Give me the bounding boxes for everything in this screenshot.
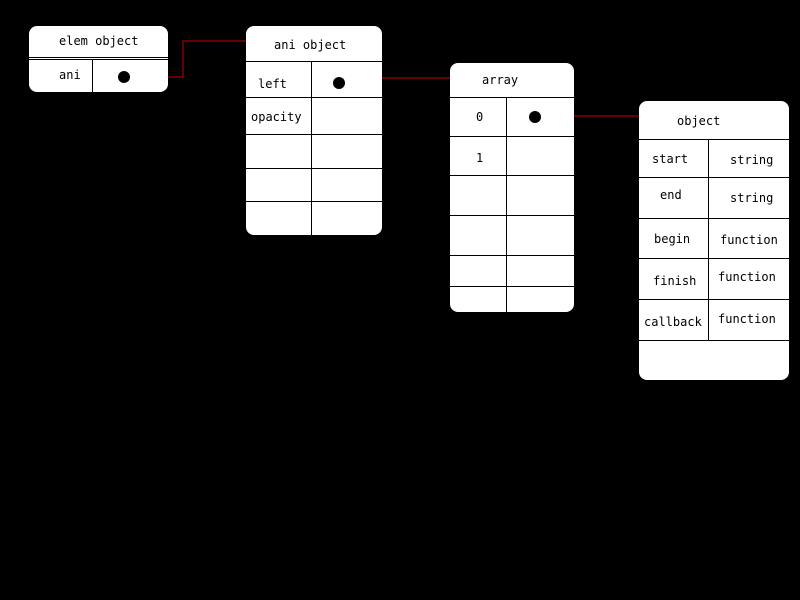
ani-object-title: ani object	[274, 38, 347, 52]
divider	[639, 340, 789, 341]
array-box: array 0 1	[450, 63, 574, 312]
divider	[29, 57, 168, 58]
divider	[506, 97, 507, 312]
object-value-finish: function	[718, 270, 776, 284]
divider	[450, 286, 574, 287]
divider	[92, 60, 93, 92]
divider	[246, 201, 382, 202]
divider	[246, 61, 382, 62]
pointer-dot	[333, 77, 345, 89]
divider	[639, 218, 789, 219]
object-box: object start string end string begin fun…	[639, 101, 789, 380]
elem-object-key-ani: ani	[59, 68, 81, 82]
divider	[450, 175, 574, 176]
divider	[450, 215, 574, 216]
divider	[311, 61, 312, 235]
elem-object-box: elem object ani	[29, 26, 168, 92]
divider	[450, 255, 574, 256]
object-key-finish: finish	[653, 274, 697, 288]
ani-object-key-left: left	[258, 77, 287, 91]
object-key-callback: callback	[644, 315, 702, 329]
divider	[708, 139, 709, 340]
ani-object-box: ani object left opacity	[246, 26, 382, 235]
ani-object-key-opacity: opacity	[251, 110, 302, 124]
object-value-callback: function	[718, 312, 776, 326]
divider	[639, 177, 789, 178]
pointer-dot	[118, 71, 130, 83]
array-title: array	[482, 73, 519, 87]
divider	[246, 97, 382, 98]
divider	[639, 258, 789, 259]
array-key-1: 1	[476, 151, 484, 165]
object-value-start: string	[730, 153, 774, 167]
divider	[246, 168, 382, 169]
array-key-0: 0	[476, 110, 484, 124]
divider	[450, 97, 574, 98]
divider	[246, 134, 382, 135]
object-value-end: string	[730, 191, 774, 205]
divider	[639, 299, 789, 300]
divider	[29, 59, 168, 60]
object-title: object	[677, 114, 721, 128]
divider	[450, 136, 574, 137]
elem-object-title: elem object	[59, 34, 139, 48]
divider	[639, 139, 789, 140]
object-key-end: end	[660, 188, 682, 202]
object-key-begin: begin	[654, 232, 691, 246]
object-value-begin: function	[720, 233, 778, 247]
pointer-dot	[529, 111, 541, 123]
object-key-start: start	[652, 152, 689, 166]
